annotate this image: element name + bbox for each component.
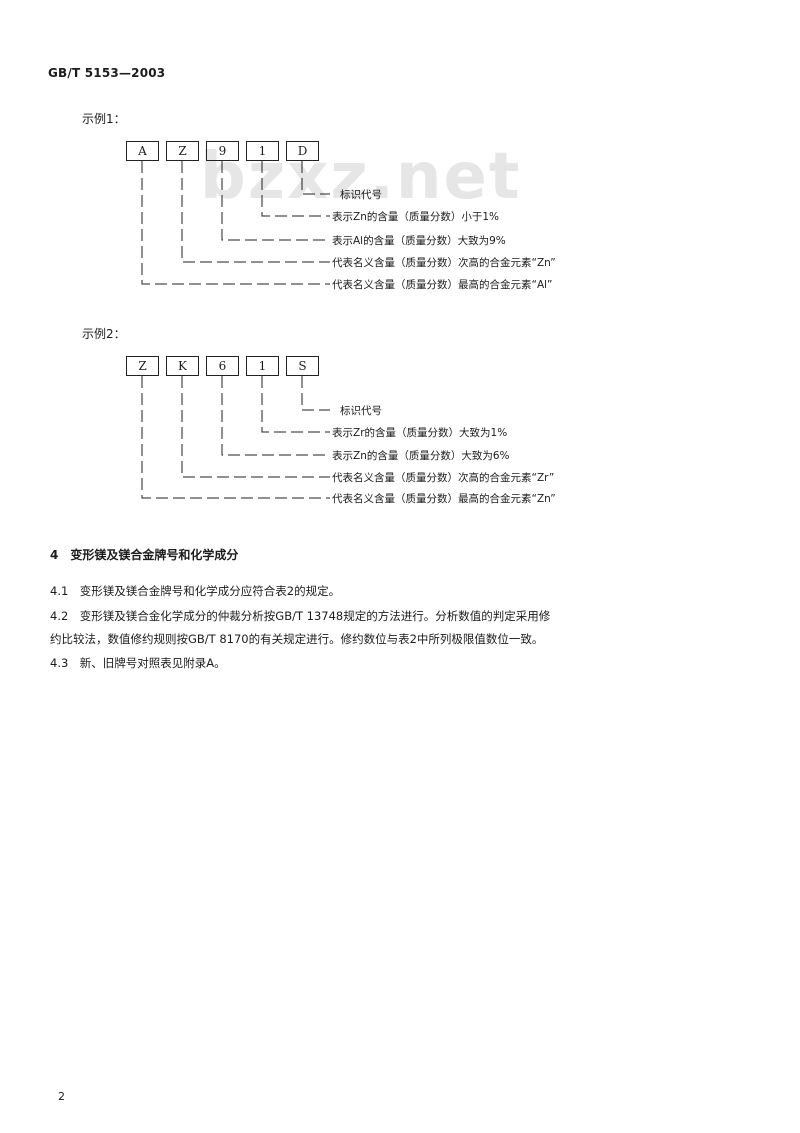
example1-connector-2	[181, 161, 330, 263]
example2-connector-5	[301, 376, 330, 411]
example2-box-5: S	[286, 356, 319, 376]
example2-box-4: 1	[246, 356, 279, 376]
example2-annotation-2: 表示Zr的含量（质量分数）大致为1%	[332, 427, 508, 439]
example2-connector-4	[261, 376, 330, 433]
example1-box-5: D	[286, 141, 319, 161]
example1-annotation-2: 表示Zn的含量（质量分数）小于1%	[332, 211, 500, 223]
example1-connector-5	[301, 161, 330, 195]
example1-annotation-5: 代表名义含量（质量分数）最高的合金元素“Al”	[332, 279, 553, 291]
example2-connector-1	[141, 376, 330, 499]
example2-box-1: Z	[126, 356, 159, 376]
example2-annotation-1: 标识代号	[340, 405, 382, 417]
example1-connector-1	[141, 161, 330, 285]
example1-box-4: 1	[246, 141, 279, 161]
example2-annotation-3: 表示Zn的含量（质量分数）大致为6%	[332, 450, 510, 462]
page-number: 2	[58, 1090, 65, 1103]
standard-number-header: GB/T 5153—2003	[48, 66, 166, 80]
paragraph-4-3: 4.3 新、旧牌号对照表见附录A。	[50, 656, 226, 670]
section-4-title: 4 变形镁及镁合金牌号和化学成分	[50, 548, 239, 562]
example1-box-2: Z	[166, 141, 199, 161]
watermark-text: bzxz.net	[200, 140, 522, 214]
example2-box-3: 6	[206, 356, 239, 376]
example2-connector-2	[181, 376, 330, 478]
paragraph-4-2-line1: 4.2 变形镁及镁合金化学成分的仲裁分析按GB/T 13748规定的方法进行。分…	[50, 609, 551, 623]
example2-annotation-4: 代表名义含量（质量分数）次高的合金元素“Zr”	[332, 472, 555, 484]
example1-connector-4	[261, 161, 330, 217]
example1-annotation-1: 标识代号	[340, 189, 382, 201]
paragraph-4-2-line2: 约比较法，数值修约规则按GB/T 8170的有关规定进行。修约数位与表2中所列极…	[50, 632, 544, 646]
example1-box-3: 9	[206, 141, 239, 161]
example2-connector-3	[221, 376, 330, 456]
example2-box-2: K	[166, 356, 199, 376]
example1-label: 示例1：	[82, 112, 126, 126]
example1-box-1: A	[126, 141, 159, 161]
example1-annotation-3: 表示Al的含量（质量分数）大致为9%	[332, 235, 506, 247]
example2-annotation-5: 代表名义含量（质量分数）最高的合金元素“Zn”	[332, 493, 556, 505]
paragraph-4-1: 4.1 变形镁及镁合金牌号和化学成分应符合表2的规定。	[50, 584, 341, 598]
example1-connector-3	[221, 161, 330, 241]
example2-label: 示例2：	[82, 327, 126, 341]
example1-annotation-4: 代表名义含量（质量分数）次高的合金元素“Zn”	[332, 257, 556, 269]
